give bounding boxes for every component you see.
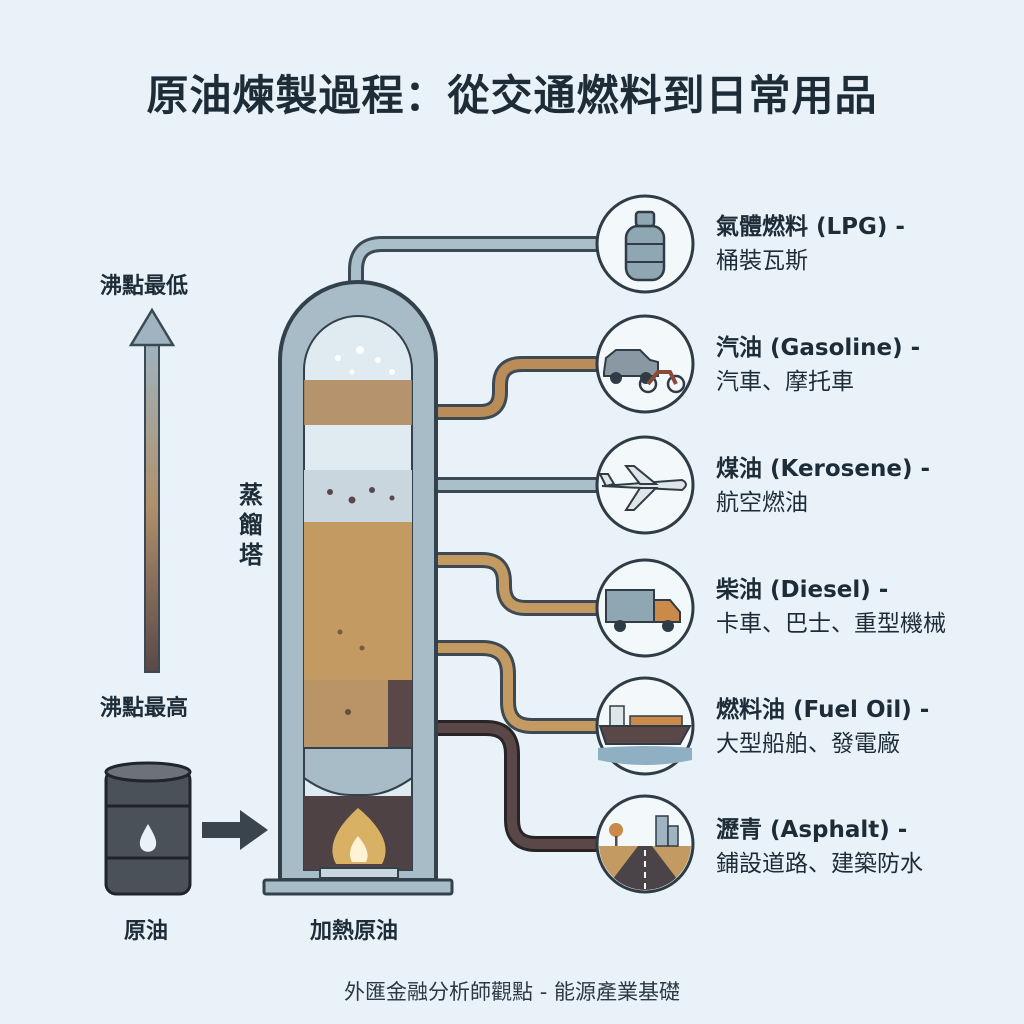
product-name: 瀝青 (Asphalt) -	[716, 817, 908, 843]
product-use: 桶裝瓦斯	[716, 248, 808, 274]
product-name: 汽油 (Gasoline) -	[716, 335, 921, 361]
product-label-gasoline: 汽油 (Gasoline) - 汽車、摩托車	[716, 331, 920, 399]
boiling-point-highest-label: 沸點最高	[100, 696, 189, 721]
airplane-icon	[595, 435, 695, 535]
gas-cylinder-icon	[595, 194, 695, 294]
flow-arrow-icon	[202, 810, 268, 850]
product-name: 氣體燃料 (LPG) -	[716, 214, 905, 240]
fraction-gasoline-layer	[304, 380, 412, 425]
heat-crude-label: 加熱原油	[310, 919, 399, 944]
footer-credit: 外匯金融分析師觀點 - 能源產業基礎	[344, 980, 680, 1004]
product-label-asphalt: 瀝青 (Asphalt) - 鋪設道路、建築防水	[716, 813, 923, 881]
product-label-diesel: 柴油 (Diesel) - 卡車、巴士、重型機械	[716, 573, 946, 641]
product-use: 汽車、摩托車	[716, 369, 854, 395]
ship-icon	[595, 676, 695, 776]
fraction-residue-layer	[388, 680, 412, 748]
distillation-tower	[262, 280, 454, 896]
boiling-point-lowest-label: 沸點最低	[100, 274, 189, 299]
product-name: 燃料油 (Fuel Oil) -	[716, 697, 930, 723]
product-use: 航空燃油	[716, 490, 808, 516]
crude-oil-barrel-icon	[104, 761, 192, 896]
product-use: 卡車、巴士、重型機械	[716, 611, 946, 637]
car-motorcycle-icon	[595, 314, 695, 414]
product-label-lpg: 氣體燃料 (LPG) - 桶裝瓦斯	[716, 210, 905, 278]
flame-icon	[332, 808, 386, 864]
product-name: 煤油 (Kerosene) -	[716, 456, 931, 482]
page-title: 原油煉製過程：從交通燃料到日常用品	[146, 71, 878, 120]
fraction-diesel-layer	[304, 522, 412, 680]
product-use: 大型船舶、發電廠	[716, 731, 900, 757]
product-label-kerosene: 煤油 (Kerosene) - 航空燃油	[716, 452, 930, 520]
boiling-point-arrow	[128, 307, 176, 673]
fraction-kerosene-layer	[304, 470, 412, 522]
product-name: 柴油 (Diesel) -	[716, 577, 889, 603]
road-icon	[595, 794, 695, 894]
distillation-tower-label: 蒸餾塔	[239, 481, 263, 569]
crude-oil-label: 原油	[124, 919, 169, 944]
truck-icon	[595, 558, 695, 658]
product-label-fuel-oil: 燃料油 (Fuel Oil) - 大型船舶、發電廠	[716, 693, 929, 761]
product-use: 鋪設道路、建築防水	[716, 851, 923, 877]
product-pipes	[348, 236, 598, 852]
